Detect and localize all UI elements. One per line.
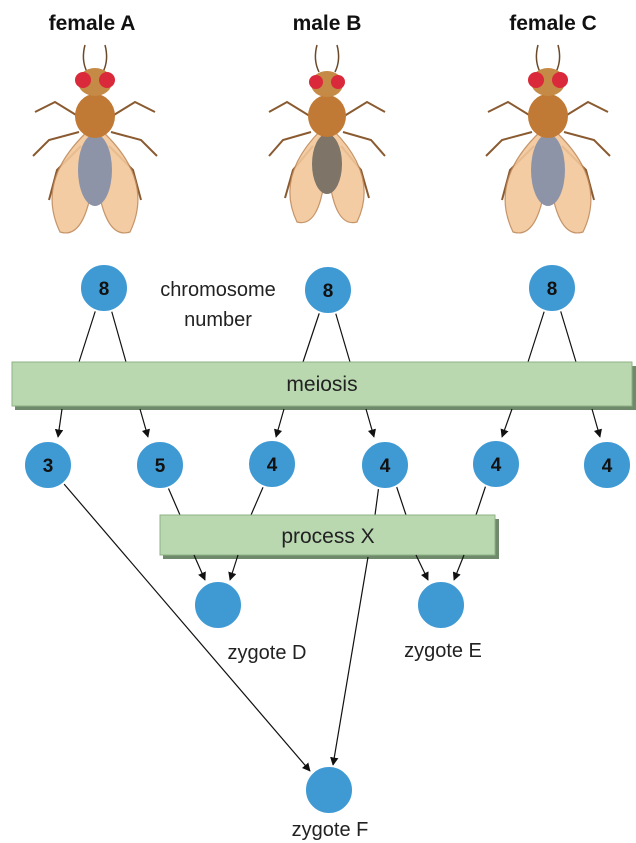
parent-circle-a: 8 — [80, 264, 128, 312]
fly-male-b-illustration — [269, 45, 385, 223]
svg-text:3: 3 — [43, 456, 54, 477]
svg-text:4: 4 — [602, 456, 613, 477]
gamete-circle-2: 5 — [136, 441, 184, 489]
svg-text:4: 4 — [491, 455, 502, 476]
svg-text:8: 8 — [99, 279, 110, 300]
meiosis-bar: meiosis — [12, 362, 636, 410]
fly-female-c-illustration — [486, 45, 610, 233]
gamete-circle-3: 4 — [248, 440, 296, 488]
line-gamete-4-to-process — [375, 485, 379, 515]
zygote-e-label: zygote E — [404, 640, 482, 662]
parent-circle-b: 8 — [304, 266, 352, 314]
zygote-d-label: zygote D — [228, 642, 307, 664]
gamete-circle-4: 4 — [361, 441, 409, 489]
svg-text:4: 4 — [267, 455, 278, 476]
zygote-e-circle — [417, 581, 465, 629]
gamete-to-process-lines — [167, 485, 486, 515]
chromosome-number-label-line1: chromosome — [160, 279, 276, 301]
gamete-circle-5: 4 — [472, 440, 520, 488]
fly-title-female-c: female C — [509, 12, 597, 35]
svg-text:meiosis: meiosis — [286, 373, 357, 396]
fly-title-male-b: male B — [293, 12, 362, 35]
gamete-circle-6: 4 — [583, 441, 631, 489]
process-x-bar: process X — [160, 515, 499, 559]
parent-circle-c: 8 — [528, 264, 576, 312]
fly-female-a-illustration — [33, 45, 157, 233]
zygote-d-circle — [194, 581, 242, 629]
zygote-f-circle — [305, 766, 353, 814]
parent-to-meiosis-lines — [79, 309, 576, 362]
chromosome-number-label-line2: number — [184, 309, 252, 331]
svg-text:process X: process X — [281, 525, 374, 548]
gamete-circle-1: 3 — [24, 441, 72, 489]
fly-title-female-a: female A — [49, 12, 136, 35]
svg-text:8: 8 — [323, 281, 334, 302]
meiosis-to-gamete-arrows — [58, 409, 600, 437]
zygote-f-label: zygote F — [292, 819, 369, 841]
svg-text:8: 8 — [547, 279, 558, 300]
svg-text:5: 5 — [155, 456, 166, 477]
svg-text:4: 4 — [380, 456, 391, 477]
